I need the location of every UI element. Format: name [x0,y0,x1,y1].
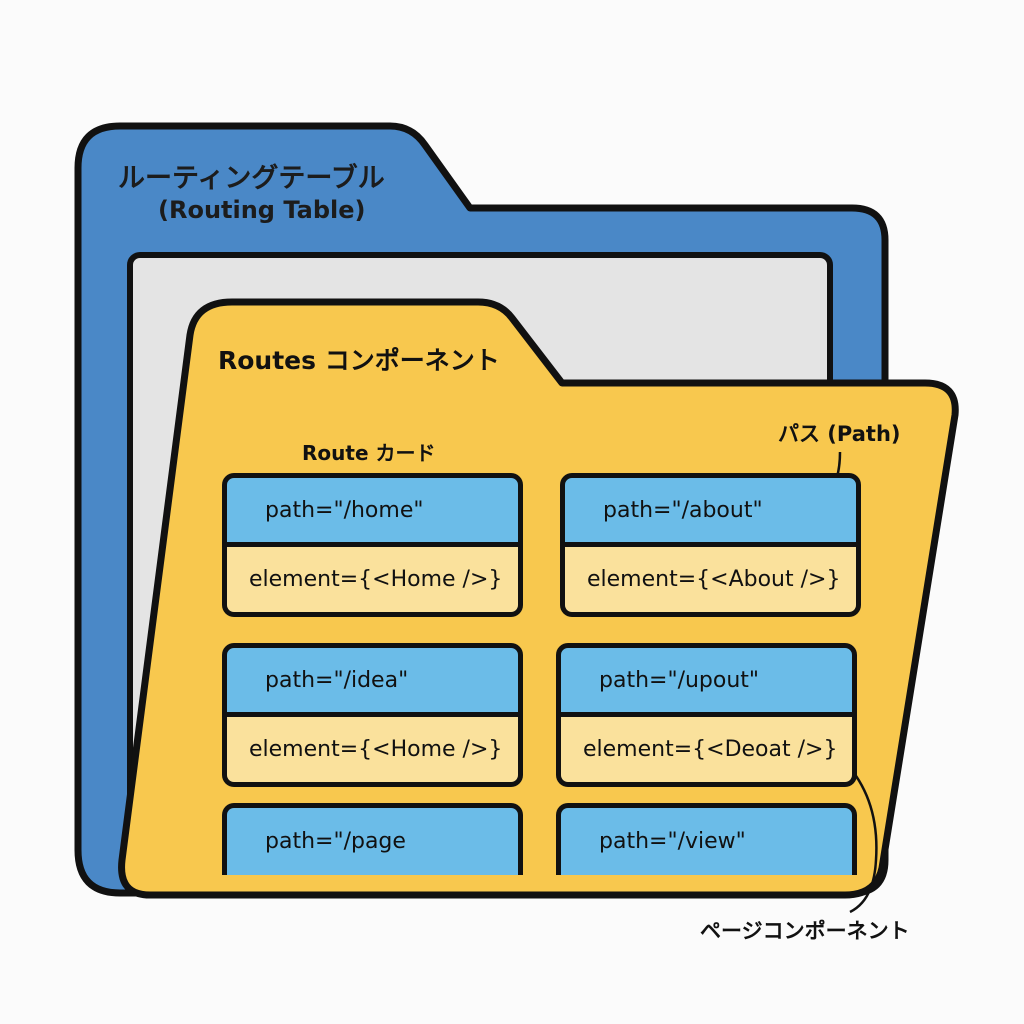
route-card-home: path="/home" element={<Home />} [222,473,523,617]
routes-component-title: Routes コンポーネント [218,346,500,375]
route-card-view: path="/view" [556,803,857,875]
route-element: element={<Deoat />} [556,717,857,787]
route-path: path="/about" [560,473,861,547]
path-callout-label: パス (Path) [778,422,901,446]
route-path: path="/view" [556,803,857,875]
route-element: element={<Home />} [222,717,523,787]
page-component-callout-label: ページコンポーネント [700,919,910,943]
route-path: path="/page [222,803,523,875]
route-path: path="/upout" [556,643,857,717]
route-path: path="/home" [222,473,523,547]
routing-table-subtitle: (Routing Table) [158,196,366,224]
route-card-idea: path="/idea" element={<Home />} [222,643,523,787]
page-component-callout-line [844,761,878,914]
route-card-label: Route カード [302,441,436,465]
route-element: element={<Home />} [222,547,523,617]
routing-table-title: ルーティングテーブル [118,163,385,194]
route-path: path="/idea" [222,643,523,717]
route-card-about: path="/about" element={<About />} [560,473,861,617]
route-card-upout: path="/upout" element={<Deoat />} [556,643,857,787]
route-card-page: path="/page [222,803,523,875]
route-element: element={<About />} [560,547,861,617]
